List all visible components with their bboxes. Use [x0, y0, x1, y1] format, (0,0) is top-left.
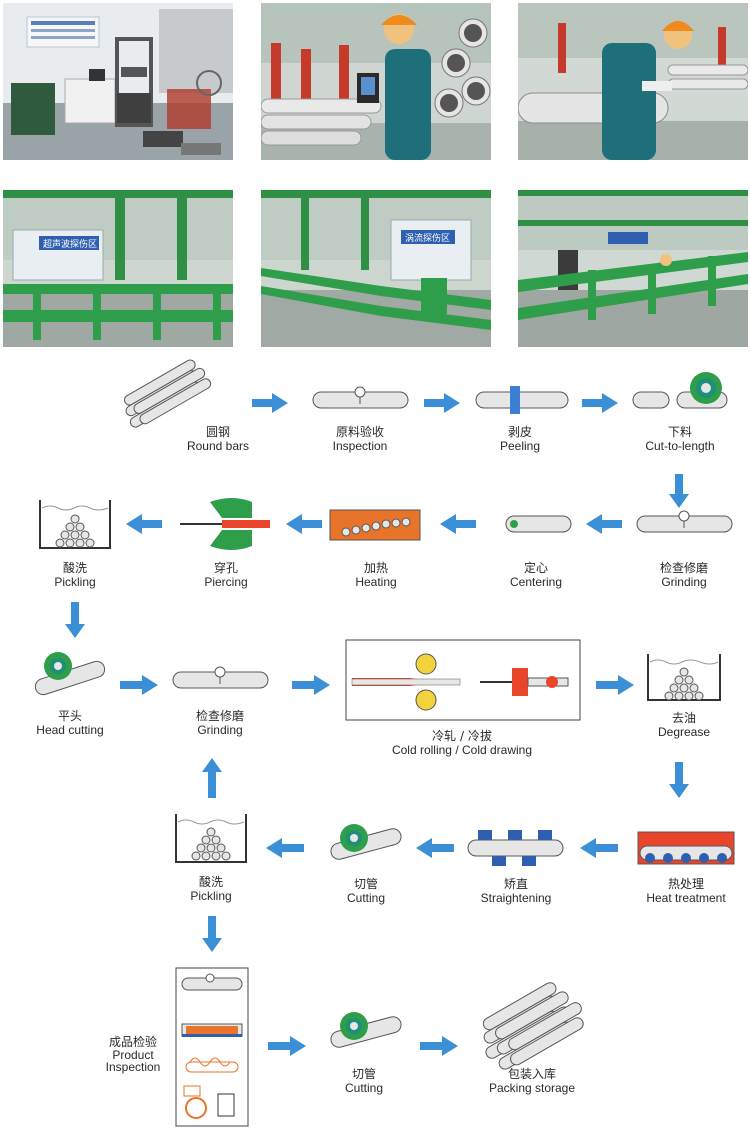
step-label-zh: 剥皮 [508, 425, 532, 439]
process-flow-diagram: 圆钢 Round bars 原料验收 Inspection 剥皮 Peeling… [34, 359, 735, 1127]
step-piercing: 穿孔 Piercing [180, 498, 270, 589]
step-product-inspection: 成品检验 Product Inspection [106, 967, 249, 1127]
step-round-bars: 圆钢 Round bars [124, 359, 249, 453]
step-label-zh: 热处理 [668, 877, 704, 891]
step-label-en: Grinding [197, 723, 242, 737]
step-label-en: Inspection [106, 1060, 161, 1074]
flow-arrow [120, 675, 158, 695]
step-centering: 定心 Centering [505, 515, 572, 589]
step-label-zh: 平头 [58, 709, 82, 723]
step-label-zh: 圆钢 [206, 425, 230, 439]
photo-eddy-current-inspection-area: 涡流探伤区 [261, 190, 491, 347]
step-label-en: Inspection [333, 439, 388, 453]
photo-worker-checking-pipes [261, 3, 491, 160]
step-label-en: Pickling [190, 889, 231, 903]
step-label-en: Degrease [658, 725, 710, 739]
step-label-zh: 穿孔 [214, 560, 238, 575]
step-label-zh: 切管 [354, 876, 378, 891]
flow-arrow [424, 393, 460, 413]
flow-arrow [420, 1036, 458, 1056]
step-label-zh: 去油 [672, 711, 696, 725]
step-straightening: 矫直 Straightening [467, 830, 564, 905]
flow-arrow [268, 1036, 306, 1056]
step-label-en: Piercing [204, 575, 247, 589]
flow-arrow [286, 514, 322, 534]
step-label-en: Cutting [345, 1081, 383, 1095]
flow-arrow [580, 838, 618, 858]
step-peeling: 剥皮 Peeling [475, 386, 569, 453]
flow-arrow [202, 916, 222, 952]
step-label-zh: 定心 [524, 560, 548, 575]
photo-sign-text: 涡流探伤区 [405, 232, 450, 244]
step-pickling-2: 酸洗 Pickling [175, 814, 247, 903]
step-label-zh: 原料验收 [336, 424, 384, 439]
step-heating: 加热 Heating [329, 509, 421, 589]
flow-arrow [669, 474, 689, 508]
step-label-zh: 矫直 [504, 876, 528, 891]
step-degrease: 去油 Degrease [647, 654, 721, 739]
step-label-zh: 酸洗 [199, 874, 223, 889]
photo-sign-text: 超声波探伤区 [43, 238, 97, 250]
step-label-en: Cutting [347, 891, 385, 905]
flow-arrow [596, 675, 634, 695]
step-label-en: Centering [510, 575, 562, 589]
photo-lab-testing-room [3, 3, 233, 160]
step-label-en: Product [112, 1048, 154, 1062]
step-label-en: Packing storage [489, 1081, 575, 1095]
step-label-zh: 下料 [668, 425, 692, 439]
flow-arrow [586, 514, 622, 534]
flow-arrow [292, 675, 330, 695]
flow-arrow [416, 838, 454, 858]
step-cutting-1: 切管 Cutting [330, 824, 402, 905]
flow-arrow [266, 838, 304, 858]
photo-production-line [518, 190, 748, 347]
step-label-zh: 检查修磨 [660, 560, 708, 575]
step-cutting-2: 切管 Cutting [330, 1012, 402, 1095]
step-pickling-1: 酸洗 Pickling [39, 500, 111, 589]
step-label-en: Cut-to-length [645, 439, 714, 453]
step-grinding-2: 检查修磨 Grinding [172, 666, 269, 737]
step-label-zh: 检查修磨 [196, 708, 244, 723]
step-cut-to-length: 下料 Cut-to-length [632, 372, 728, 453]
step-packing-storage: 包装入库 Packing storage [482, 982, 584, 1095]
step-label-zh: 包装入库 [508, 1066, 556, 1081]
step-label-en: Peeling [500, 439, 540, 453]
flow-arrow [669, 762, 689, 798]
step-label-en: Head cutting [36, 723, 103, 737]
flow-arrow [65, 602, 85, 638]
step-label-en: Cold rolling / Cold drawing [392, 743, 532, 757]
step-heat-treatment: 热处理 Heat treatment [637, 831, 735, 905]
step-label-zh: 切管 [352, 1066, 376, 1081]
step-label-en: Heat treatment [646, 891, 726, 905]
step-label-zh: 冷轧 / 冷拔 [432, 728, 492, 743]
flow-arrow [202, 758, 222, 798]
photo-worker-lifting-pipe [518, 3, 748, 160]
flow-arrow [582, 393, 618, 413]
step-label-zh: 酸洗 [63, 560, 87, 575]
step-label-en: Heating [355, 575, 396, 589]
flow-arrow [126, 514, 162, 534]
step-label-en: Grinding [661, 575, 706, 589]
step-inspection: 原料验收 Inspection [312, 386, 409, 453]
step-label-zh: 加热 [364, 561, 388, 575]
step-label-en: Round bars [187, 439, 249, 453]
flow-arrow [252, 393, 288, 413]
step-grinding-1: 检查修磨 Grinding [636, 510, 733, 589]
step-label-zh: 成品检验 [109, 1034, 157, 1049]
step-label-en: Pickling [54, 575, 95, 589]
photo-ultrasonic-inspection-area: 超声波探伤区 [3, 190, 233, 347]
step-head-cutting: 平头 Head cutting [34, 652, 106, 737]
step-cold-rolling: 冷轧 / 冷拔 Cold rolling / Cold drawing [345, 639, 581, 757]
flow-arrow [440, 514, 476, 534]
step-label-en: Straightening [481, 891, 552, 905]
